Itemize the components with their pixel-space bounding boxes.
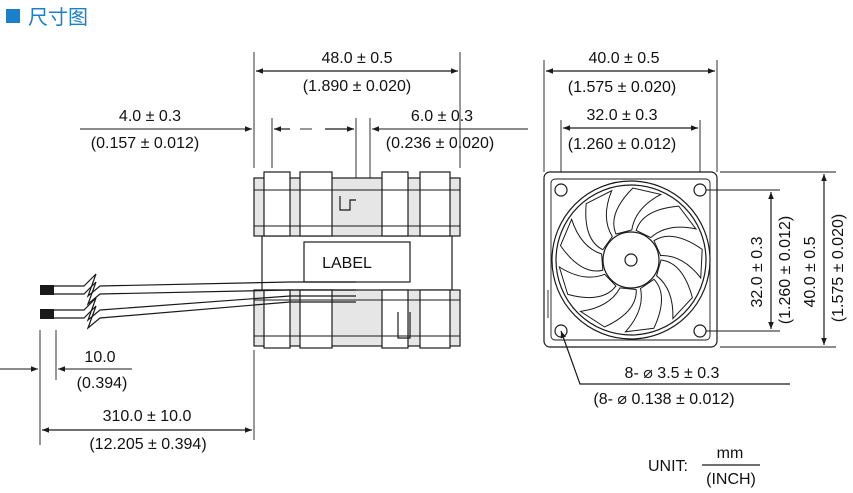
impeller-blade <box>613 187 663 235</box>
hole-spacing-v-inch: (1.260 ± 0.012) <box>777 216 794 324</box>
impeller-blade <box>579 287 637 328</box>
impeller-blade <box>635 205 698 239</box>
unit-prefix: UNIT: <box>648 458 688 475</box>
front-height-inch: (1.575 ± 0.020) <box>830 214 847 322</box>
hole-spacing-v-mm: 32.0 ± 0.3 <box>749 236 766 307</box>
impeller-blade <box>656 259 693 320</box>
impeller-blade <box>653 235 703 280</box>
hole-spacing-mm: 32.0 ± 0.3 <box>586 107 657 124</box>
unit-legend: UNIT: mm (INCH) <box>648 445 760 488</box>
label-sticker <box>303 241 411 283</box>
hole-callout-inch: (8- ⌀ 0.138 ± 0.012) <box>593 391 734 408</box>
heading-title: 尺寸图 <box>28 5 88 29</box>
unit-primary: mm <box>717 445 744 462</box>
fan-body-bottom <box>253 289 461 349</box>
front-width-mm: 40.0 ± 0.5 <box>588 50 659 67</box>
impeller-blades <box>558 187 703 333</box>
heading-square-icon <box>6 9 20 23</box>
impeller-blade <box>559 217 604 272</box>
front-height-mm: 40.0 ± 0.5 <box>802 236 819 307</box>
lead-length-inch: (12.205 ± 0.394) <box>89 436 206 453</box>
side-width-inch: (1.890 ± 0.020) <box>303 78 411 95</box>
hole-callout-mm: 8- ⌀ 3.5 ± 0.3 <box>625 365 720 382</box>
impeller-blade <box>585 189 613 251</box>
label-sticker-text: LABEL <box>322 255 372 272</box>
hole-spacing-inch: (1.260 ± 0.012) <box>568 136 676 153</box>
side-width-mm: 48.0 ± 0.5 <box>321 50 392 67</box>
fan-body-top <box>253 171 461 237</box>
fan-hub <box>602 231 660 289</box>
section-heading: 尺寸图 <box>6 5 88 29</box>
front-width-inch: (1.575 ± 0.020) <box>568 79 676 96</box>
strip-length-mm: 10.0 <box>84 349 115 366</box>
right-offset-inch: (0.236 ± 0.020) <box>386 135 494 152</box>
unit-secondary: (INCH) <box>706 471 756 488</box>
front-view: 40.0 ± 0.5 (1.575 ± 0.020) 32.0 ± 0.3 (1… <box>543 50 847 408</box>
strip-length-inch: (0.394) <box>77 375 128 392</box>
side-view: 48.0 ± 0.5 (1.890 ± 0.020) 4.0 ± 0.3 (0.… <box>0 50 528 453</box>
lead-length-mm: 310.0 ± 10.0 <box>103 408 192 425</box>
lead-wires <box>40 273 356 330</box>
right-offset-mm: 6.0 ± 0.3 <box>411 108 473 125</box>
left-offset-inch: (0.157 ± 0.012) <box>91 135 199 152</box>
left-offset-mm: 4.0 ± 0.3 <box>119 108 181 125</box>
impeller-blade <box>624 278 663 333</box>
impeller-blade <box>558 265 617 299</box>
